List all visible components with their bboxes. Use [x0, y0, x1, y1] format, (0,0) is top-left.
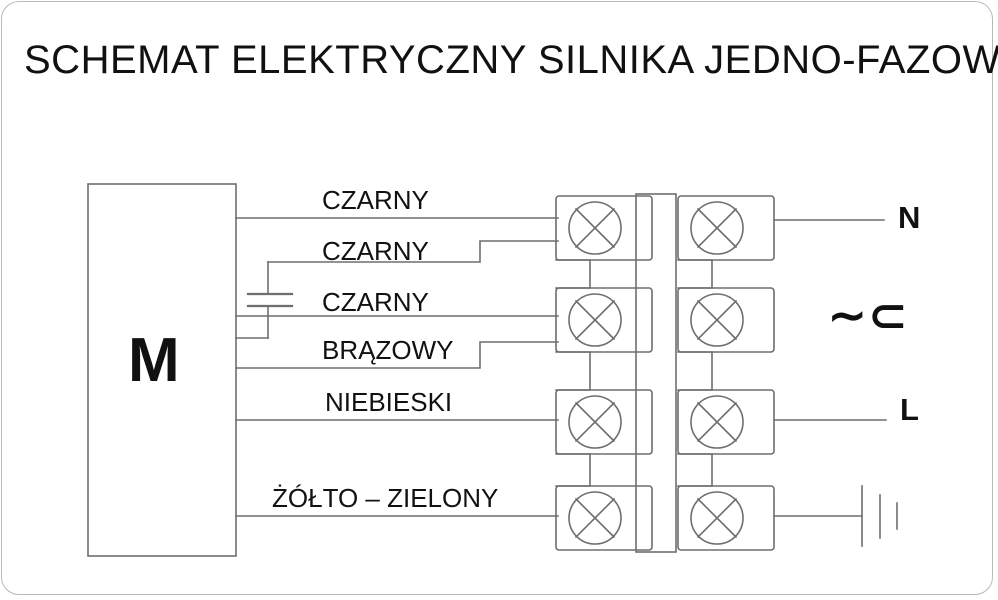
terminal-housing-left-2 [555, 287, 653, 353]
terminal-housing-right-1 [677, 195, 775, 261]
terminal-housing-left-3 [555, 389, 653, 455]
terminal-web-right-3 [677, 453, 713, 487]
screw-terminal-cross-icon [690, 395, 744, 449]
terminal-housing-right-3 [677, 389, 775, 455]
terminal-web-right-2 [677, 351, 713, 391]
terminal-housing-left-4 [555, 485, 653, 551]
terminal-web-left-3 [555, 453, 591, 487]
ac-supply-symbol: ∼⊂ [828, 289, 910, 341]
screw-terminal-cross-icon [690, 293, 744, 347]
screw-terminal-cross-icon [568, 395, 622, 449]
wire-label-niebieski: NIEBIESKI [325, 387, 453, 417]
motor-label: M [128, 326, 180, 395]
wire-label-czarny-3: CZARNY [322, 287, 429, 317]
screw-terminal-cross-icon [690, 201, 744, 255]
page-title: SCHEMAT ELEKTRYCZNY SILNIKA JEDNO-FAZOWE… [24, 38, 998, 82]
screw-terminal-cross-icon [568, 201, 622, 255]
neutral-terminal-label: N [898, 200, 921, 235]
wire-label-brazowy: BRĄZOWY [322, 335, 454, 365]
screw-terminal-cross-icon [568, 293, 622, 347]
terminal-web-left-1 [555, 259, 591, 289]
terminal-housing-right-2 [677, 287, 775, 353]
screw-terminal-cross-icon [568, 491, 622, 545]
terminal-housing-right-4 [677, 485, 775, 551]
terminal-web-left-2 [555, 351, 591, 391]
terminal-housing-left-1 [555, 195, 653, 261]
wire-label-zolto-zielony: ŻÓŁTO – ZIELONY [272, 483, 499, 513]
screw-terminal-cross-icon [690, 491, 744, 545]
terminal-center-bar [635, 193, 677, 553]
wire-brazowy [235, 341, 559, 369]
wire-label-czarny-1: CZARNY [322, 185, 429, 215]
motor-body [87, 183, 237, 557]
earth-ground-symbol [861, 485, 898, 547]
wire-label-czarny-2: CZARNY [322, 236, 429, 266]
live-terminal-label: L [900, 392, 919, 427]
terminal-web-right-1 [677, 259, 713, 289]
wire-czarny-2 [267, 240, 559, 263]
